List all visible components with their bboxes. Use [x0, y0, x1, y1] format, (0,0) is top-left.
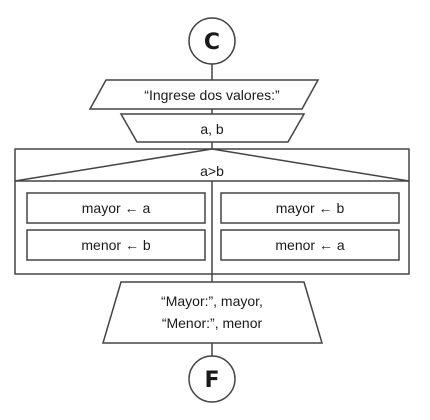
true-branch-box-1: [26, 192, 206, 224]
decision-block: a>b mayor ← a menor ← b mayor ← b menor …: [14, 148, 410, 275]
true-branch-assign-1: mayor ← a: [82, 200, 151, 216]
start-label: C: [204, 30, 220, 55]
false-branch-box-2: [220, 229, 400, 261]
input-vars-text: a, b: [200, 121, 224, 137]
prompt-output-box: “Ingrese dos valores:”: [88, 79, 320, 110]
decision-condition: a>b: [200, 163, 224, 179]
false-branch-box-1: [220, 192, 400, 224]
prompt-output-text: “Ingrese dos valores:”: [144, 87, 280, 103]
true-branch-box-2: [26, 229, 206, 261]
false-branch-assign-2: menor ← a: [275, 237, 344, 253]
start-terminator: C: [188, 17, 236, 65]
result-output-box: “Mayor:”, mayor, “Menor:”, menor: [101, 281, 324, 344]
end-label: F: [204, 368, 219, 393]
result-output-line-1: “Mayor:”, mayor,: [161, 293, 263, 309]
input-box: a, b: [119, 113, 306, 143]
end-terminator: F: [188, 355, 236, 403]
false-branch-assign-1: mayor ← b: [276, 200, 345, 216]
true-branch-assign-2: menor ← b: [81, 237, 150, 253]
result-output-line-2: “Menor:”, menor: [162, 315, 263, 331]
